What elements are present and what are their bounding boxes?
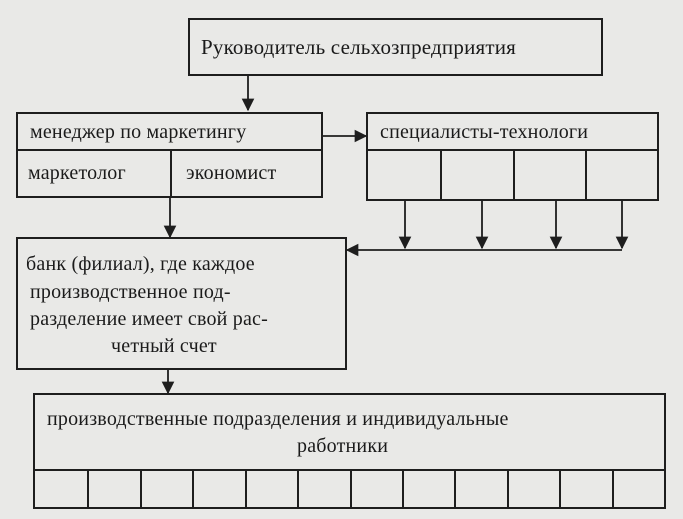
head-label: Руководитель сельхозпредприятия xyxy=(201,35,517,59)
units-line-1: производственные подразделения и индивид… xyxy=(47,408,509,430)
specialist-cell-divider-3 xyxy=(585,151,587,199)
unit-cell-divider-3 xyxy=(192,471,194,507)
specialists-divider xyxy=(368,149,657,151)
specialist-cells xyxy=(368,151,657,199)
units-line-2: работники xyxy=(297,435,389,457)
head-box: Руководитель сельхозпредприятия xyxy=(188,18,603,76)
unit-cell-divider-5 xyxy=(297,471,299,507)
unit-cell-divider-9 xyxy=(507,471,509,507)
manager-sub-divider xyxy=(170,149,172,196)
economist-label: экономист xyxy=(186,162,277,184)
unit-cell-divider-2 xyxy=(140,471,142,507)
manager-divider xyxy=(18,149,321,151)
units-box: производственные подразделения и индивид… xyxy=(33,393,666,509)
marketer-label: маркетолог xyxy=(28,162,126,184)
bank-line-4: четный счет xyxy=(111,335,217,357)
bank-line-2: производственное под- xyxy=(30,281,231,303)
specialist-cell-divider-1 xyxy=(440,151,442,199)
unit-cell-divider-8 xyxy=(454,471,456,507)
bank-line-1: банк (филиал), где каждое xyxy=(26,253,255,275)
units-divider xyxy=(35,469,664,471)
specialist-cell-divider-2 xyxy=(513,151,515,199)
bank-box: банк (филиал), где каждое производственн… xyxy=(16,237,347,370)
specialists-box: специалисты-технологи xyxy=(366,112,659,201)
unit-cell-divider-1 xyxy=(87,471,89,507)
specialists-label: специалисты-технологи xyxy=(380,121,589,143)
unit-cell-divider-6 xyxy=(350,471,352,507)
unit-cell-divider-11 xyxy=(612,471,614,507)
unit-cell-divider-10 xyxy=(559,471,561,507)
manager-box: менеджер по маркетингу маркетолог эконом… xyxy=(16,112,323,198)
unit-cells xyxy=(35,471,664,507)
bank-line-3: разделение имеет свой рас- xyxy=(30,308,268,330)
manager-label: менеджер по маркетингу xyxy=(30,121,247,143)
unit-cell-divider-4 xyxy=(245,471,247,507)
unit-cell-divider-7 xyxy=(402,471,404,507)
